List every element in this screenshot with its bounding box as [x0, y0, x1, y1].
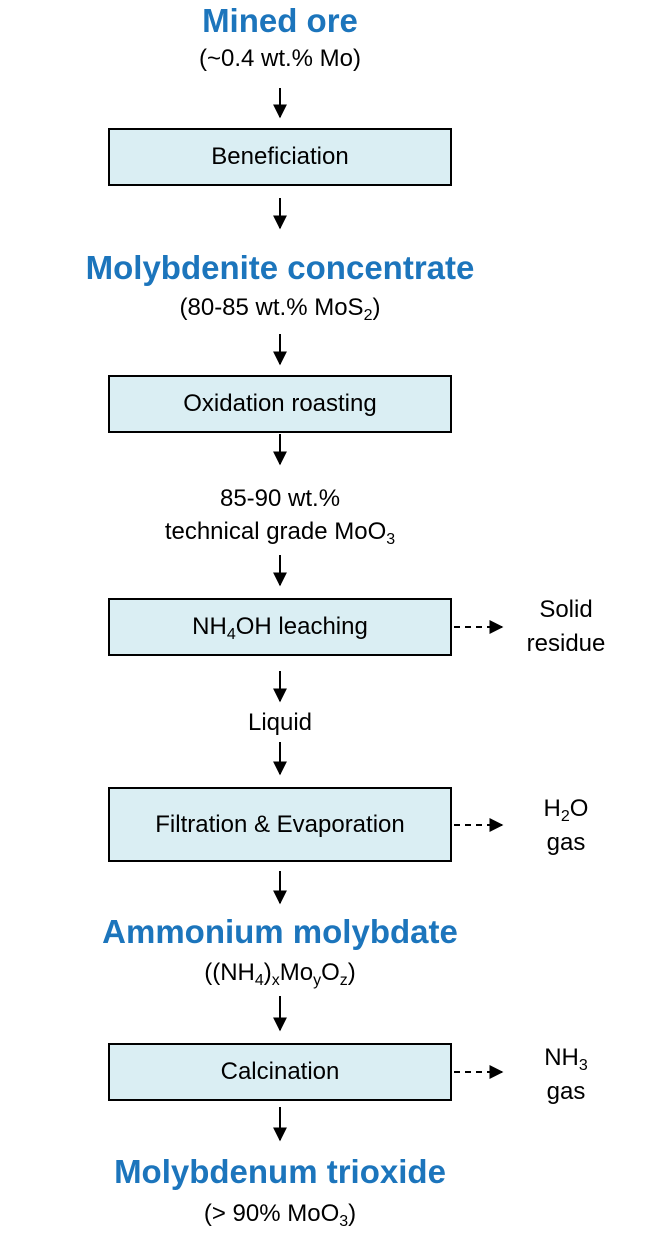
water-sub: 2	[560, 808, 570, 825]
trioxide-detail-suffix: )	[348, 1200, 357, 1227]
formula-sub-2: x	[271, 972, 280, 989]
ammonium-molybdate-formula: ((NH4)xMoyOz)	[0, 958, 560, 989]
ammonium-molybdate-title-text: Ammonium molybdate	[102, 913, 458, 950]
mined-ore-detail: (~0.4 wt.% Mo)	[0, 44, 560, 74]
step-beneficiation-label: Beneficiation	[211, 143, 349, 170]
molybdenite-concentrate-title: Molybdenite concentrate	[0, 249, 560, 287]
formula-part-1: ((NH	[204, 959, 255, 986]
step-oxidation-roasting: Oxidation roasting	[108, 375, 452, 433]
step-leaching: NH4OH leaching	[108, 598, 452, 656]
formula-sub-4: z	[339, 972, 348, 989]
ammonia-sub: 3	[578, 1057, 588, 1074]
liquid-label-text: Liquid	[247, 709, 313, 736]
ammonia-gas-line1: NH3	[510, 1041, 622, 1075]
output-water-gas: H2O gas	[510, 792, 622, 860]
water-prefix: H	[543, 795, 561, 822]
step-filtration-evaporation: Filtration & Evaporation	[108, 787, 452, 862]
step-calcination-label: Calcination	[220, 1058, 340, 1085]
formula-part-3: Mo	[279, 959, 314, 986]
formula-part-5: )	[347, 959, 356, 986]
molybdenite-concentrate-detail: (80-85 wt.% MoS2)	[0, 293, 560, 324]
output-ammonia-gas: NH3 gas	[510, 1041, 622, 1109]
water-gas-line1: H2O	[510, 792, 622, 826]
formula-sub-1: 4	[254, 972, 264, 989]
concentrate-detail-prefix: (80-85 wt.% MoS	[179, 294, 364, 321]
trioxide-detail-sub: 3	[339, 1213, 349, 1230]
technical-grade-line2-sub: 3	[386, 531, 396, 548]
water-gas-line2: gas	[546, 829, 586, 856]
technical-grade-line1-text: 85-90 wt.%	[219, 485, 341, 512]
molybdenite-concentrate-title-text: Molybdenite concentrate	[85, 249, 475, 286]
ammonium-molybdate-title: Ammonium molybdate	[0, 913, 560, 951]
step-leaching-label: NH4OH leaching	[192, 613, 368, 643]
step-oxidation-roasting-label: Oxidation roasting	[183, 390, 377, 417]
liquid-label: Liquid	[0, 708, 560, 738]
technical-grade-line2-prefix: technical grade MoO	[164, 518, 387, 545]
solid-residue-line2: residue	[526, 630, 606, 657]
concentrate-detail-sub: 2	[363, 307, 373, 324]
mined-ore-title-text: Mined ore	[202, 2, 358, 39]
ammonia-gas-line2: gas	[546, 1078, 586, 1105]
molybdenum-trioxide-detail: (> 90% MoO3)	[0, 1199, 560, 1230]
ammonia-prefix: NH	[544, 1044, 579, 1071]
step-beneficiation: Beneficiation	[108, 128, 452, 186]
leaching-prefix: NH	[192, 613, 227, 640]
formula-sub-3: y	[313, 972, 322, 989]
trioxide-detail-prefix: (> 90% MoO	[203, 1200, 340, 1227]
technical-grade-line1: 85-90 wt.%	[0, 484, 560, 514]
leaching-suffix: OH leaching	[235, 613, 368, 640]
mined-ore-detail-text: (~0.4 wt.% Mo)	[198, 45, 362, 72]
mined-ore-title: Mined ore	[0, 2, 560, 40]
water-suffix: O	[569, 795, 589, 822]
formula-part-2: )	[263, 959, 272, 986]
molybdenum-trioxide-title: Molybdenum trioxide	[0, 1153, 560, 1191]
formula-part-4: O	[321, 959, 340, 986]
step-filtration-evaporation-label: Filtration & Evaporation	[155, 810, 405, 838]
leaching-sub: 4	[226, 626, 236, 643]
technical-grade-line2: technical grade MoO3	[0, 517, 560, 548]
solid-residue-line1: Solid	[539, 596, 593, 623]
step-calcination: Calcination	[108, 1043, 452, 1101]
output-solid-residue: Solid residue	[510, 593, 622, 661]
concentrate-detail-suffix: )	[372, 294, 381, 321]
molybdenum-trioxide-title-text: Molybdenum trioxide	[114, 1153, 446, 1190]
